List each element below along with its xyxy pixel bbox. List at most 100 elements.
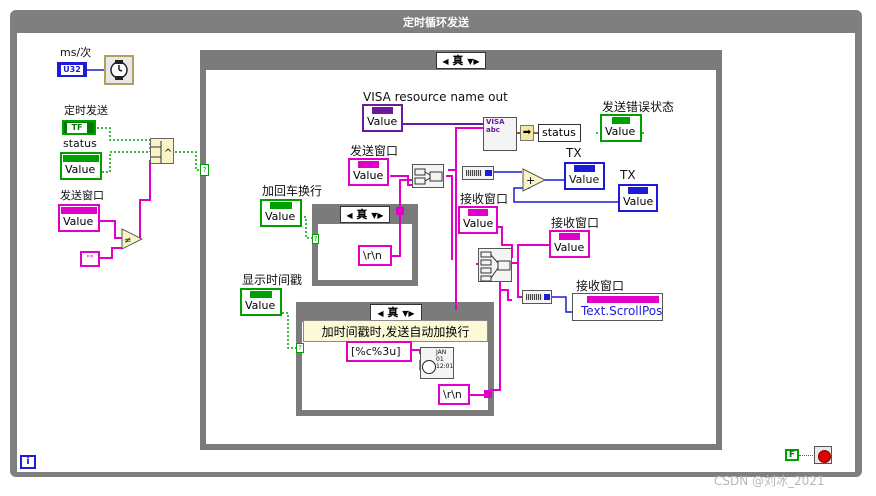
- visa-write-label: VISA abc: [486, 118, 505, 134]
- recv-1-value: Value: [460, 217, 496, 231]
- string-length-output: [485, 170, 492, 176]
- send-error-state-terminal[interactable]: Value: [600, 114, 642, 142]
- while-loop-title: 定时循环发送: [403, 16, 469, 29]
- show-timestamp-bar: [250, 291, 272, 298]
- recv-1-terminal[interactable]: Value: [458, 206, 498, 234]
- stop-false-constant[interactable]: F: [785, 449, 799, 461]
- cr-case-selector-terminal[interactable]: ?: [312, 234, 319, 244]
- label-tx-2: TX: [620, 168, 636, 182]
- cr-case-selector-value: 真: [356, 208, 368, 221]
- stop-icon-dot: [818, 450, 831, 463]
- send-window-inner-bar: [358, 161, 379, 168]
- timestamp-case-selector-terminal[interactable]: ?: [296, 343, 304, 353]
- stop-wire: [799, 455, 813, 456]
- outer-case-selector[interactable]: ◀ 真 ▼▶: [436, 52, 486, 69]
- concatenate-strings-2-icon[interactable]: [478, 248, 512, 282]
- not-equal-icon[interactable]: ≠: [121, 228, 143, 250]
- timestamp-case-output-tunnel: [484, 390, 492, 398]
- string-wires: [100, 127, 552, 396]
- crlf-constant-1[interactable]: \r\n: [358, 245, 392, 266]
- cr-case-prev-icon[interactable]: ◀: [346, 211, 353, 220]
- tx-1-terminal[interactable]: Value: [564, 162, 605, 190]
- visa-write-icon[interactable]: VISA abc: [483, 117, 517, 151]
- u32-control-terminal[interactable]: U32: [57, 62, 87, 77]
- send-error-state-value: Value: [602, 125, 640, 139]
- timestamp-icon-label: JAN 01 12:01: [436, 349, 454, 370]
- wait-timer-icon[interactable]: [104, 55, 134, 85]
- show-timestamp-value: Value: [242, 299, 280, 313]
- timestamp-case-next-icon[interactable]: ▼▶: [402, 309, 415, 318]
- label-send-error-state: 发送错误状态: [602, 100, 675, 114]
- tx-2-terminal[interactable]: Value: [618, 184, 658, 212]
- label-tx-1: TX: [566, 146, 582, 160]
- compound-and-icon[interactable]: ^: [150, 138, 174, 164]
- string-length-2-output: [544, 294, 550, 300]
- outer-case-prev-icon[interactable]: ◀: [442, 57, 449, 66]
- format-date-time-icon[interactable]: JAN 01 12:01: [420, 347, 454, 379]
- string-length-icon[interactable]: [462, 166, 494, 180]
- timestamp-case-banner: 加时间戳时,发送自动加换行: [303, 320, 488, 342]
- label-send-window-inner: 发送窗口: [350, 144, 399, 158]
- label-timed-send: 定时发送: [64, 104, 108, 117]
- add-icon[interactable]: +: [522, 168, 546, 192]
- label-recv-2: 接收窗口: [551, 216, 600, 230]
- svg-text:^: ^: [164, 148, 172, 159]
- label-status: status: [63, 137, 97, 150]
- empty-string-constant[interactable]: "": [80, 251, 100, 267]
- show-timestamp-terminal[interactable]: Value: [240, 288, 282, 316]
- timed-send-bool-terminal[interactable]: TF: [62, 120, 96, 135]
- recv-2-terminal[interactable]: Value: [549, 230, 590, 258]
- recv-3-scroll-pos: Text.ScrollPos: [581, 304, 663, 318]
- visa-out-terminal[interactable]: Value: [362, 104, 403, 132]
- tx-1-bar: [574, 165, 595, 172]
- status-indicator-terminal[interactable]: Value: [60, 152, 102, 180]
- cr-case-output-tunnel: [396, 207, 404, 215]
- timestamp-case-prev-icon[interactable]: ◀: [377, 309, 384, 318]
- crlf-constant-2[interactable]: \r\n: [438, 384, 470, 405]
- concatenate-strings-icon[interactable]: [412, 164, 444, 188]
- recv-1-bar: [468, 209, 488, 216]
- status-terminal-bar: [63, 155, 99, 162]
- add-cr-terminal[interactable]: Value: [260, 199, 302, 227]
- cr-case-selector[interactable]: ◀ 真 ▼▶: [340, 206, 390, 223]
- add-cr-bar: [270, 202, 292, 209]
- outer-case-next-icon[interactable]: ▼▶: [467, 57, 480, 66]
- cr-case-next-icon[interactable]: ▼▶: [371, 211, 384, 220]
- outer-case-selector-value: 真: [452, 54, 464, 67]
- send-window-left-terminal[interactable]: Value: [58, 204, 100, 232]
- tx-1-value: Value: [566, 173, 603, 187]
- label-recv-3: 接收窗口: [576, 279, 625, 293]
- watermark-text: CSDN @刘冰_2021: [714, 474, 825, 488]
- add-cr-value: Value: [262, 210, 300, 224]
- recv-3-bar: [587, 296, 659, 303]
- clock-icon: [422, 360, 436, 374]
- svg-text:+: +: [526, 174, 535, 187]
- recv-3-property-node[interactable]: Text.ScrollPos: [572, 293, 663, 321]
- send-window-inner-terminal[interactable]: Value: [348, 158, 389, 186]
- u32-label: U32: [61, 65, 83, 75]
- send-window-inner-value: Value: [350, 169, 387, 183]
- iteration-terminal-info-icon[interactable]: i: [20, 455, 36, 469]
- send-error-state-bar: [612, 117, 630, 124]
- label-show-timestamp: 显示时间戳: [242, 273, 303, 287]
- recv-2-bar: [559, 233, 580, 240]
- tf-label: TF: [67, 123, 87, 133]
- string-length-bar: [466, 170, 482, 176]
- tx-2-value: Value: [620, 195, 656, 209]
- timestamp-case-selector[interactable]: ◀ 真 ▼▶: [370, 304, 422, 321]
- loop-condition-stop-icon[interactable]: [814, 446, 832, 464]
- svg-text:≠: ≠: [124, 236, 132, 246]
- unbundle-arrow-icon: ➡: [520, 125, 534, 141]
- visa-out-value: Value: [364, 115, 401, 129]
- recv-2-value: Value: [551, 241, 588, 255]
- label-add-cr: 加回车换行: [262, 184, 323, 198]
- timestamp-case-selector-value: 真: [387, 306, 399, 319]
- label-recv-1: 接收窗口: [460, 192, 509, 206]
- outer-case-selector-terminal[interactable]: ?: [200, 164, 209, 176]
- unbundle-status-element[interactable]: status: [538, 124, 581, 142]
- status-terminal-value: Value: [62, 163, 100, 177]
- string-length-2-icon[interactable]: [522, 290, 552, 304]
- label-send-window-left: 发送窗口: [60, 189, 104, 202]
- label-visa-out: VISA resource name out: [363, 90, 508, 104]
- format-string-constant[interactable]: [%c%3u]: [346, 341, 412, 362]
